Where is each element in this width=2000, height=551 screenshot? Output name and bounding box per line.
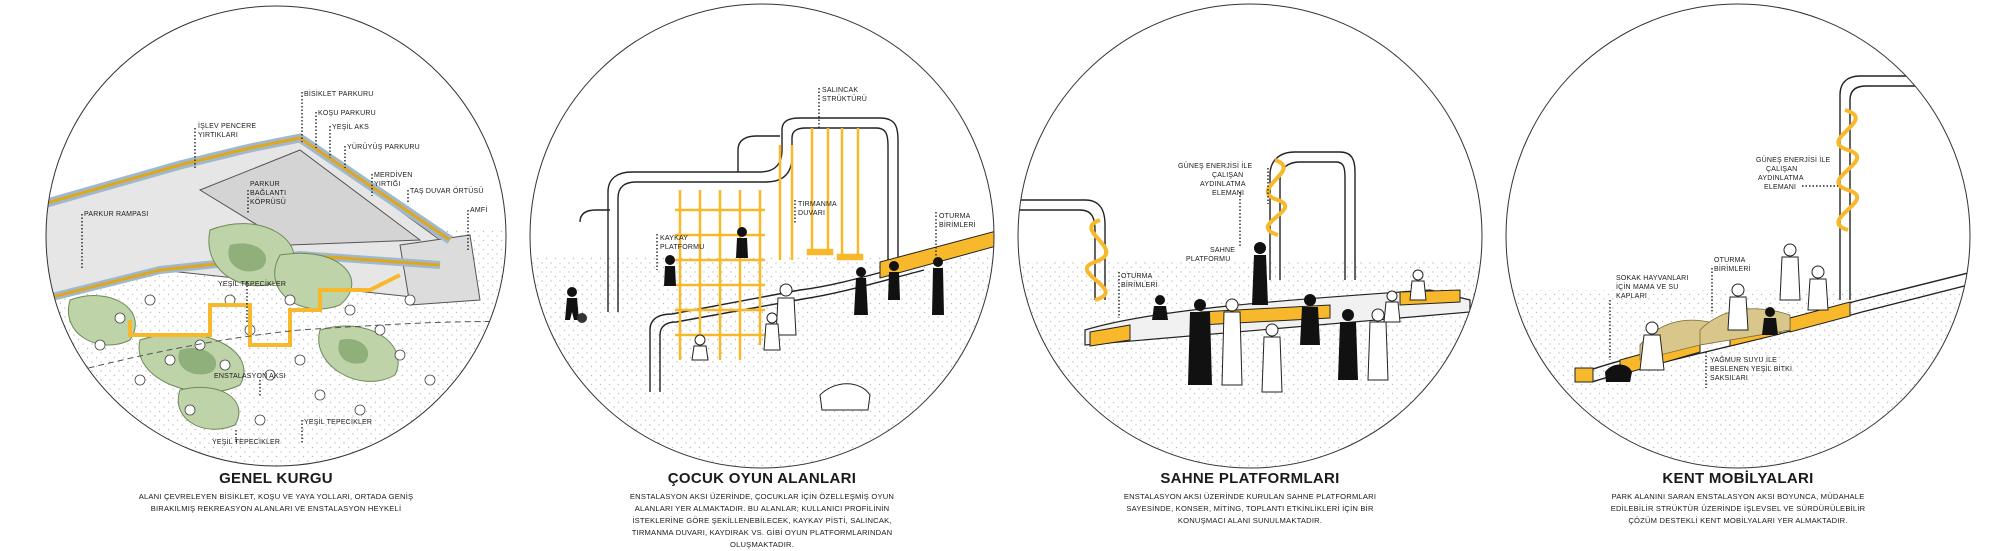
- leader-lines: [1118, 168, 1269, 318]
- label-yesil-tepecikler-1: YEŞİL TEPECİKLER: [218, 279, 286, 288]
- label-amfi: AMFİ: [470, 205, 488, 214]
- panel-description: PARK ALANINI SARAN ENSTALASYON AKSI BOYU…: [1610, 492, 1866, 525]
- label-gunes-enerjisi: GÜNEŞ ENERJİSİ İLE: [1756, 155, 1831, 164]
- swings: [778, 128, 864, 261]
- label-salincak-2: STRÜKTÜRÜ: [822, 95, 867, 103]
- panel-frame: [1505, 3, 1971, 469]
- installation-axis: [128, 273, 401, 347]
- lighting-helix: [1836, 108, 1859, 232]
- label-oturma-2: BİRİMLERİ: [1121, 280, 1158, 289]
- label-enstalasyon-aksi: ENSTALASYON AKSI: [214, 373, 286, 380]
- panel-genel-kurgu: BİSİKLET PARKURU İŞLEV PENCERE YIRTIKLAR…: [45, 5, 507, 467]
- label-sahne: SAHNE: [1210, 247, 1235, 254]
- panel-description: ENSTALASYON AKSI ÜZERİNDE KURULAN SAHNE …: [1123, 492, 1377, 525]
- label-merdiven: MERDİVEN: [374, 170, 413, 179]
- panel-description: ENSTALASYON AKSI ÜZERİNDE, ÇOCUKLAR İÇİN…: [629, 492, 895, 549]
- label-gunes-enerjisi-2: ÇALIŞAN: [1212, 172, 1243, 179]
- caption-kent-mobilyalari: KENT MOBİLYALARI PARK ALANINI SARAN ENST…: [1598, 470, 1878, 527]
- label-tas-duvar: TAŞ DUVAR ÖRTÜSÜ: [410, 187, 484, 195]
- label-oturma: OTURMA: [1121, 273, 1153, 280]
- site-axonometric: [46, 6, 506, 466]
- label-sokak-hayvanlari-2: İÇİN MAMA VE SU: [1616, 282, 1679, 291]
- caption-cocuk-oyun: ÇOCUK OYUN ALANLARI ENSTALASYON AKSI ÜZE…: [622, 470, 902, 551]
- label-sokak-hayvanlari-3: KAPLARI: [1616, 293, 1647, 300]
- panel-title: GENEL KURGU: [219, 470, 333, 487]
- furniture-scene: [1506, 75, 1970, 468]
- label-kaykay-2: PLATFORMU: [660, 244, 704, 251]
- panel-frame: [529, 3, 995, 469]
- label-tirmanma: TIRMANMA: [798, 201, 837, 208]
- label-kosu-parkuru: KOŞU PARKURU: [318, 110, 376, 117]
- panel-cocuk-oyun: SALINCAK STRÜKTÜRÜ TIRMANMA DUVARI KAYKA…: [529, 3, 995, 469]
- label-gunes-enerjisi-4: ELEMANI: [1212, 190, 1244, 197]
- leader-lines: [81, 92, 469, 444]
- people-silhouettes: [565, 227, 944, 323]
- trees: [94, 294, 436, 426]
- label-yagmur-suyu-2: BESLENEN YEŞİL BİTKİ: [1710, 364, 1792, 373]
- panel-frame: [45, 5, 507, 467]
- panel-kent-mobilyalari: GÜNEŞ ENERJİSİ İLE ÇALIŞAN AYDINLATMA EL…: [1505, 3, 1971, 469]
- label-parkur-baglanti-2: BAĞLANTI: [250, 188, 286, 197]
- label-islev-pencere: İŞLEV PENCERE: [198, 121, 256, 130]
- label-kaykay: KAYKAY: [660, 235, 688, 242]
- label-oturma: OTURMA: [1714, 257, 1746, 264]
- label-yagmur-suyu: YAĞMUR SUYU İLE: [1710, 355, 1777, 364]
- caption-genel-kurgu: GENEL KURGU ALANI ÇEVRELEYEN BİSİKLET, K…: [136, 470, 416, 515]
- panel-sahne: GÜNEŞ ENERJİSİ İLE ÇALIŞAN AYDINLATMA EL…: [1017, 3, 1483, 469]
- label-oturma-2: BİRİMLERİ: [939, 220, 976, 229]
- label-salincak: SALINCAK: [822, 87, 858, 94]
- caption-sahne: SAHNE PLATFORMLARI ENSTALASYON AKSI ÜZER…: [1110, 470, 1390, 527]
- climbing-net: [675, 190, 765, 360]
- lighting-helix: [1085, 218, 1109, 302]
- leader-lines: [1609, 185, 1838, 388]
- label-gunes-enerjisi: GÜNEŞ ENERJİSİ İLE: [1178, 161, 1253, 170]
- panel-frame: [1017, 3, 1483, 469]
- label-oturma-2: BİRİMLERİ: [1714, 264, 1751, 273]
- label-bisiklet-parkuru: BİSİKLET PARKURU: [304, 89, 373, 98]
- panel-title: SAHNE PLATFORMLARI: [1160, 470, 1340, 487]
- label-yuruyus-parkuru: YÜRÜYÜŞ PARKURU: [347, 143, 420, 151]
- lighting-helix: [1265, 158, 1288, 237]
- label-yagmur-suyu-3: SAKSILARI: [1710, 375, 1748, 382]
- feeding-box: [1574, 367, 1594, 383]
- leader-lines: [656, 88, 937, 270]
- label-gunes-enerjisi-3: AYDINLATMA: [1200, 181, 1246, 188]
- label-tirmanma-2: DUVARI: [798, 210, 825, 217]
- label-parkur-baglanti-3: KÖPRÜSÜ: [250, 198, 286, 206]
- panel-title: KENT MOBİLYALARI: [1662, 470, 1814, 487]
- label-merdiven-2: YIRTIĞI: [374, 179, 401, 188]
- label-yesil-tepecikler-3: YEŞİL TEPECİKLER: [212, 437, 280, 446]
- label-islev-pencere-2: YIRTIKLARI: [198, 132, 238, 139]
- label-sokak-hayvanlari: SOKAK HAYVANLARI: [1616, 275, 1689, 282]
- label-parkur-baglanti: PARKUR: [250, 181, 280, 188]
- panel-title: ÇOCUK OYUN ALANLARI: [667, 470, 857, 487]
- people-silhouettes: [1152, 242, 1427, 393]
- label-yesil-tepecikler-2: YEŞİL TEPECİKLER: [304, 417, 372, 426]
- label-gunes-enerjisi-3: AYDINLATMA: [1758, 175, 1804, 182]
- label-gunes-enerjisi-4: ELEMANI: [1764, 184, 1796, 191]
- stage-scene: [1018, 151, 1482, 468]
- label-oturma: OTURMA: [939, 213, 971, 220]
- people-silhouettes: [1605, 243, 1829, 382]
- play-scene: [530, 117, 994, 468]
- label-parkur-rampasi: PARKUR RAMPASI: [84, 211, 148, 218]
- label-gunes-enerjisi-2: ÇALIŞAN: [1766, 166, 1797, 173]
- label-sahne-2: PLATFORMU: [1186, 256, 1230, 263]
- panel-description: ALANI ÇEVRELEYEN BİSİKLET, KOŞU VE YAYA …: [138, 492, 414, 513]
- label-yesil-aks: YEŞİL AKS: [332, 122, 369, 131]
- diagram-canvas: BİSİKLET PARKURU İŞLEV PENCERE YIRTIKLAR…: [45, 3, 1971, 469]
